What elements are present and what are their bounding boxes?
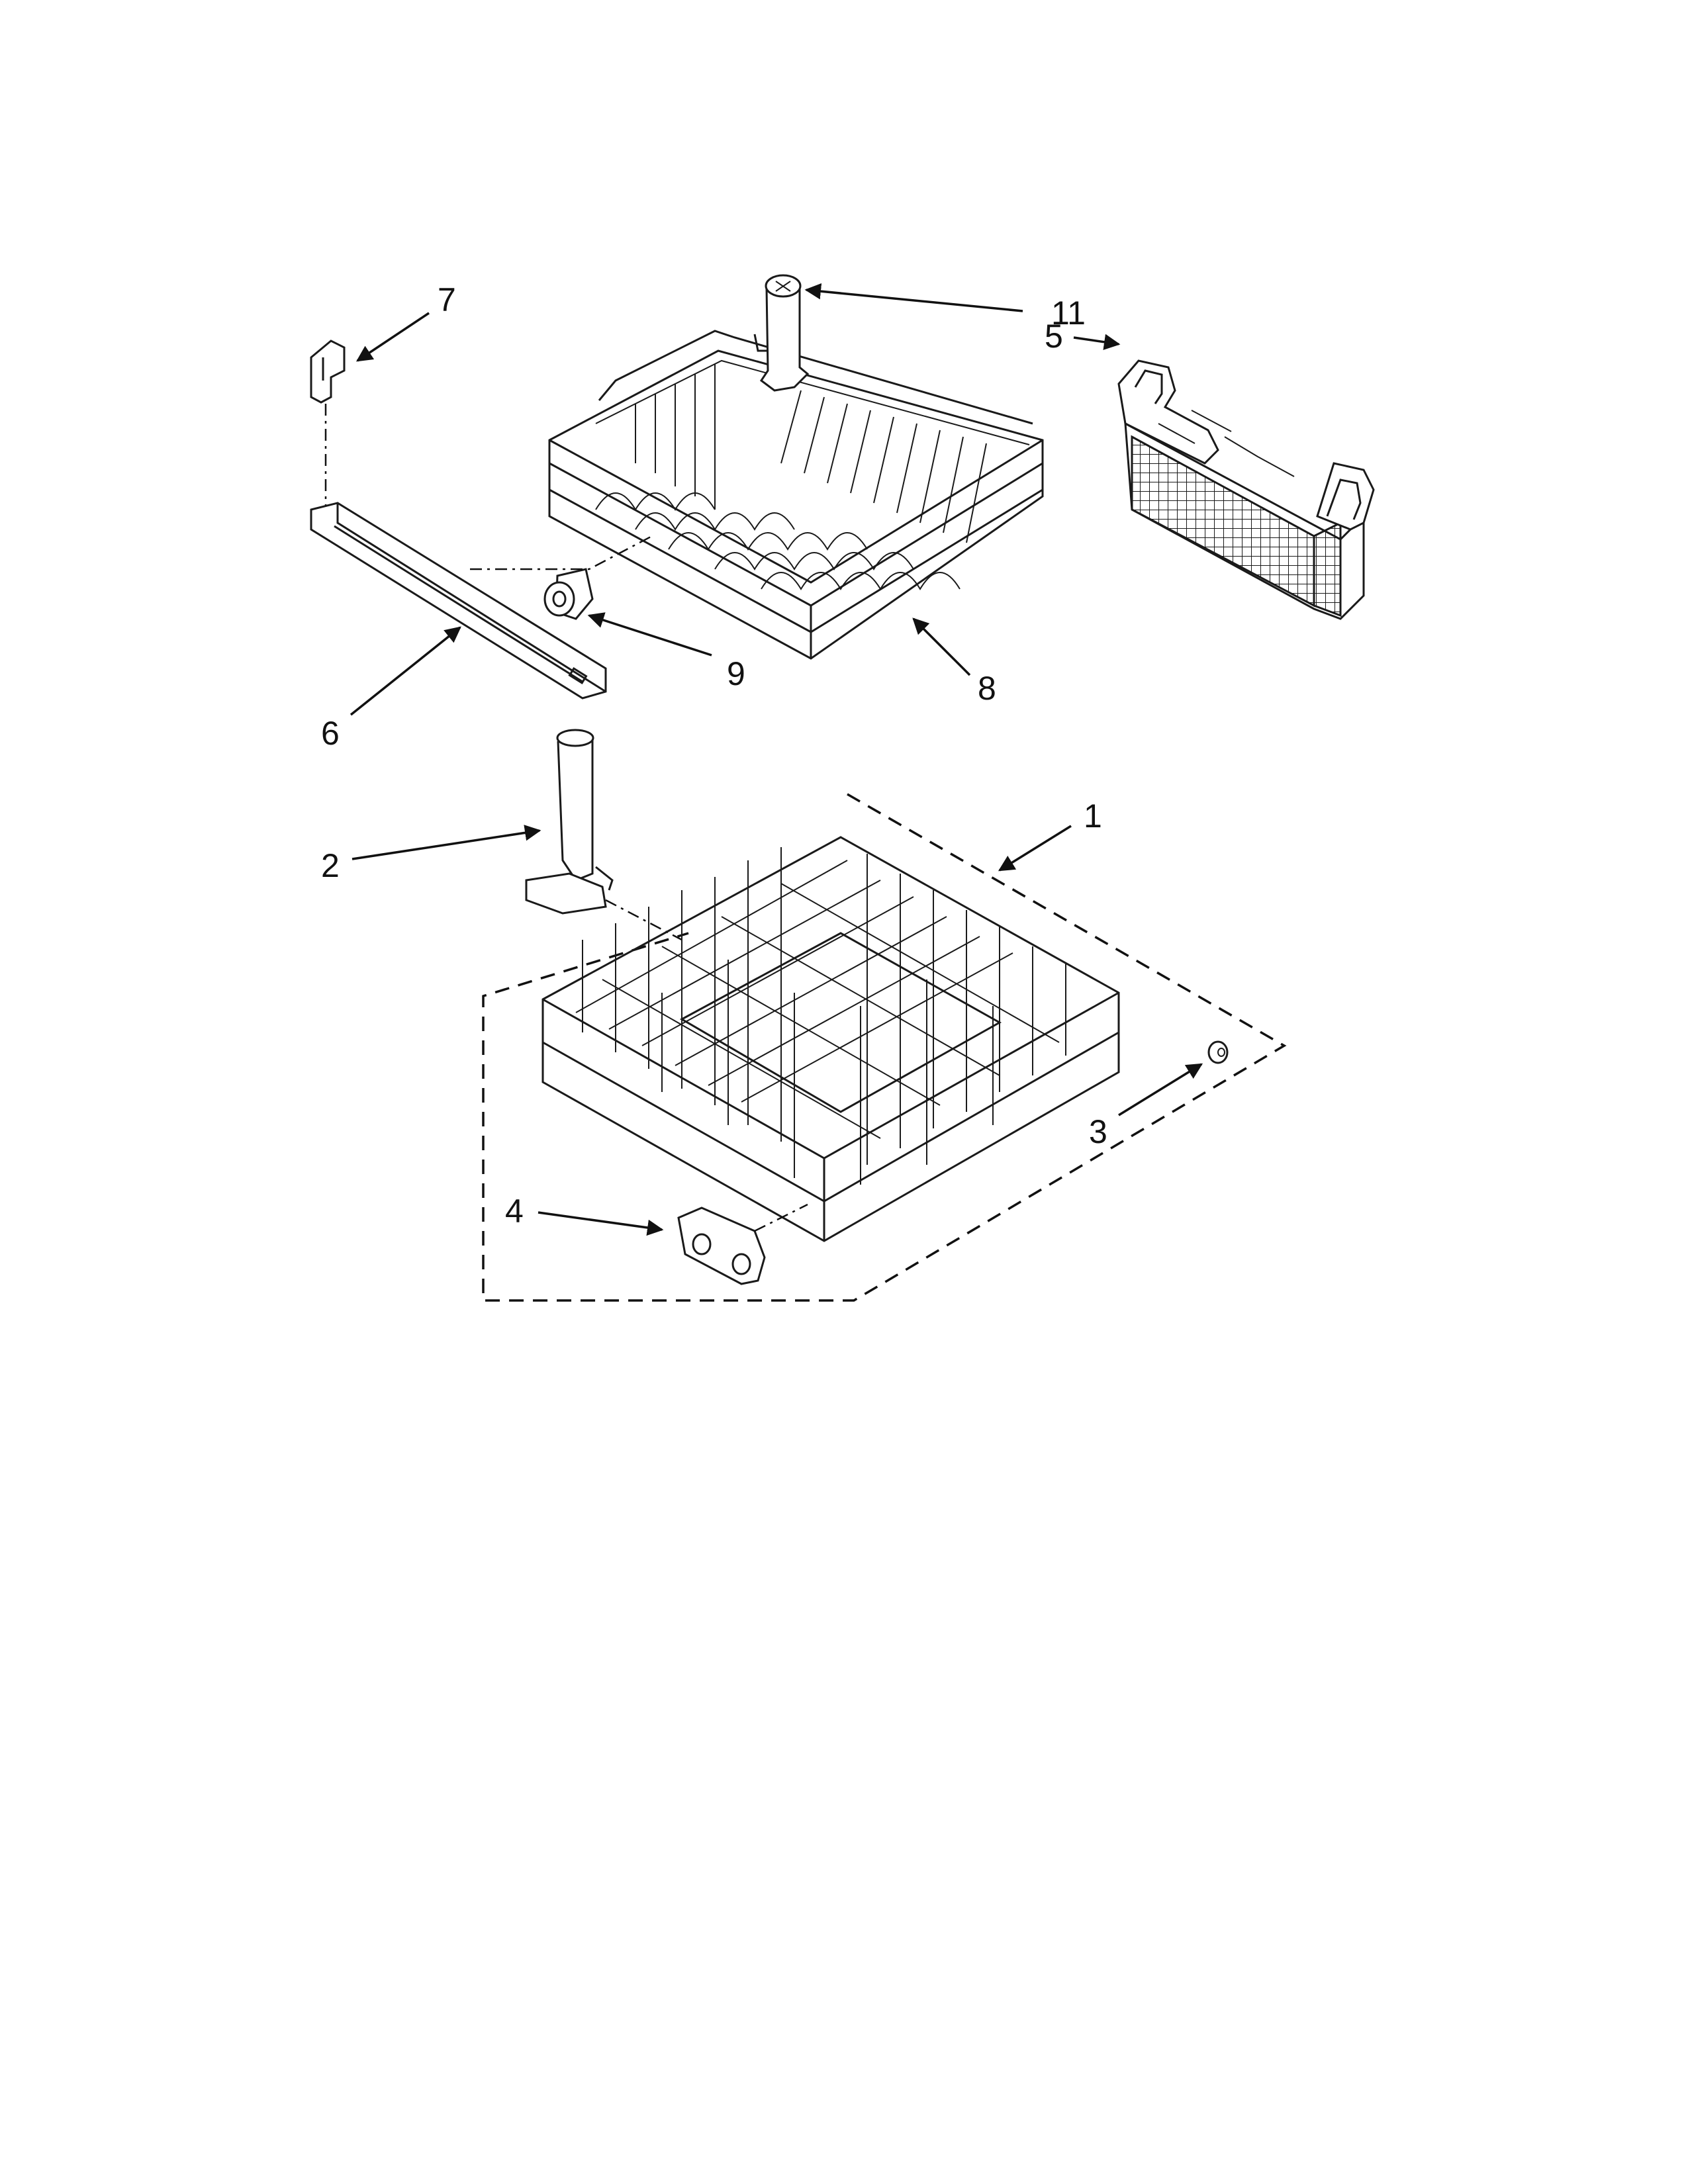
callout-11: 11 [1051,295,1086,332]
callout-4: 4 [505,1193,524,1230]
silverware-basket-part [1117,359,1375,620]
callout-7: 7 [438,281,456,318]
lower-dishrack-part [541,836,1120,1242]
callout-8: 8 [978,670,996,707]
upper-dishrack-part [548,330,1044,660]
rack-track-part [310,502,607,700]
spray-tower-part [525,729,682,941]
track-stop-part [310,340,346,510]
rack-wheel-assembly-part [677,1203,808,1285]
leader-lines [350,283,1203,1236]
callout-9: 9 [727,655,745,692]
callout-6: 6 [321,715,340,752]
callout-2: 2 [321,847,340,884]
callout-1: 1 [1084,797,1102,835]
lower-rack-group-boundary [482,793,1287,1302]
callout-5: 5 [1045,318,1063,355]
upper-spray-tower-part [753,274,810,392]
upper-rack-roller-part [470,535,653,620]
callout-3: 3 [1089,1113,1107,1150]
rack-wheel-part [1207,1040,1229,1064]
